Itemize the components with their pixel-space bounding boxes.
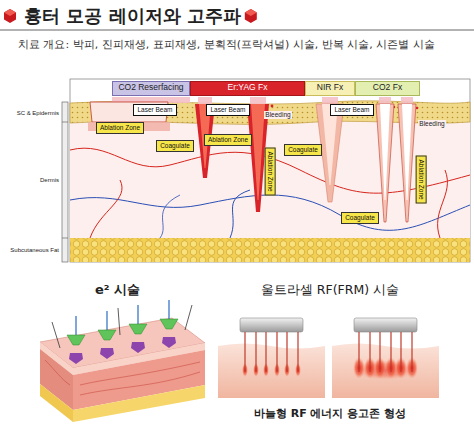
node-label: CO2 Fx [373,83,402,92]
title-icon [4,9,16,23]
zone-tag: Ablation Zone [204,134,252,145]
zone-tag: Ablation Zone [415,156,426,204]
section-heading: e² 시술 [95,283,140,298]
node-label: Laser Beam [210,106,245,113]
layer-name: Subcutaneous Fat [10,247,59,254]
node-label: Er:YAG Fx [228,83,268,92]
node-label: Ablation Zone [100,124,140,131]
node-label: Coagulate [345,214,375,221]
column-header: Er:YAG Fx [190,81,305,96]
beam-tag: Laser Beam [133,104,176,115]
column-header: CO2 Fx [355,81,420,96]
column-header: CO2 Reserfacing [112,81,190,96]
zone-tag: Coagulate [156,140,194,151]
column-header: NIR Fx [305,81,355,96]
node-label: NIR Fx [317,83,343,92]
title-icon [245,9,257,23]
subtitle: 치료 개요: 박피, 진피재생, 표피재생, 분획적(프락셔널) 시술, 반복 … [18,39,435,52]
annotation: Bleeding [264,111,291,118]
layer-name: SC & Epidermis [17,110,59,117]
annotation: Bleeding [418,120,445,127]
zone-tag: Ablation Zone [264,148,275,196]
node-label: Coagulate [288,146,318,153]
node-label: Coagulate [160,142,190,149]
zone-tag: Coagulate [341,212,379,223]
zone-tag: Coagulate [284,144,322,155]
beam-tag: Laser Beam [330,104,373,115]
node-label: Laser Beam [334,106,369,113]
node-label: Laser Beam [137,106,172,113]
zone-tag: Ablation Zone [96,122,144,133]
caption-text: 바늘형 RF 에너지 응고존 형성 [254,408,406,421]
beam-tag: Laser Beam [206,104,249,115]
node-label: Ablation Zone [208,136,248,143]
title-text: 흉터 모공 레이저와 고주파 [24,6,241,27]
section-heading: 울트라셀 RF(FRM) 시술 [261,283,399,297]
node-label: Ablation Zone [266,152,273,192]
layer-name: Dermis [40,177,59,184]
node-label: Ablation Zone [417,160,424,200]
node-label: CO2 Reserfacing [118,83,183,92]
